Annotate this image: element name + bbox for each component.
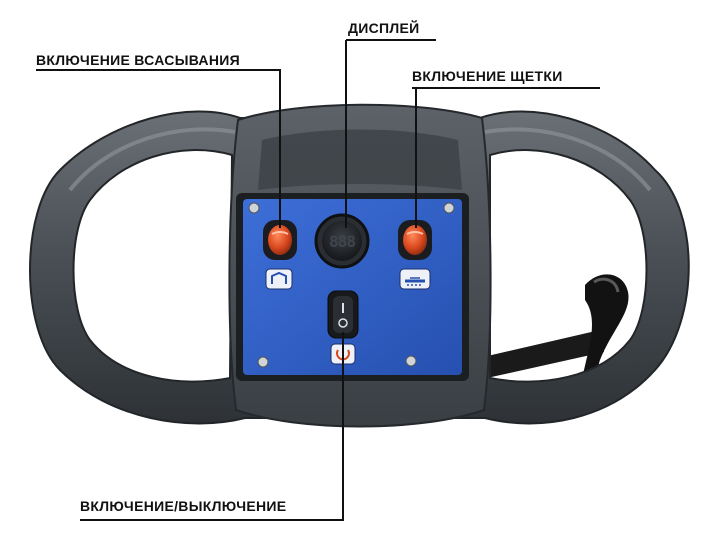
- panel-screw: [248, 202, 455, 368]
- label-power-on-off: ВКЛЮЧЕНИЕ/ВЫКЛЮЧЕНИЕ: [80, 498, 287, 514]
- label-suction-on: ВКЛЮЧЕНИЕ ВСАСЫВАНИЯ: [36, 52, 240, 68]
- leader-lines: [36, 39, 600, 521]
- leader-suction: [36, 69, 281, 228]
- suction-button[interactable]: [263, 220, 297, 260]
- label-display: ДИСПЛЕЙ: [348, 20, 420, 36]
- leader-display: [345, 39, 436, 228]
- leader-power: [80, 332, 344, 521]
- power-switch[interactable]: [327, 290, 359, 339]
- vacuum-icon: [265, 268, 293, 290]
- brush-button[interactable]: [398, 220, 432, 260]
- display-readout: 888: [329, 232, 355, 251]
- label-brush-on: ВКЛЮЧЕНИЕ ЩЕТКИ: [412, 68, 563, 84]
- display: 888: [314, 213, 370, 269]
- leader-brush: [412, 87, 600, 228]
- brush-icon: [399, 268, 431, 290]
